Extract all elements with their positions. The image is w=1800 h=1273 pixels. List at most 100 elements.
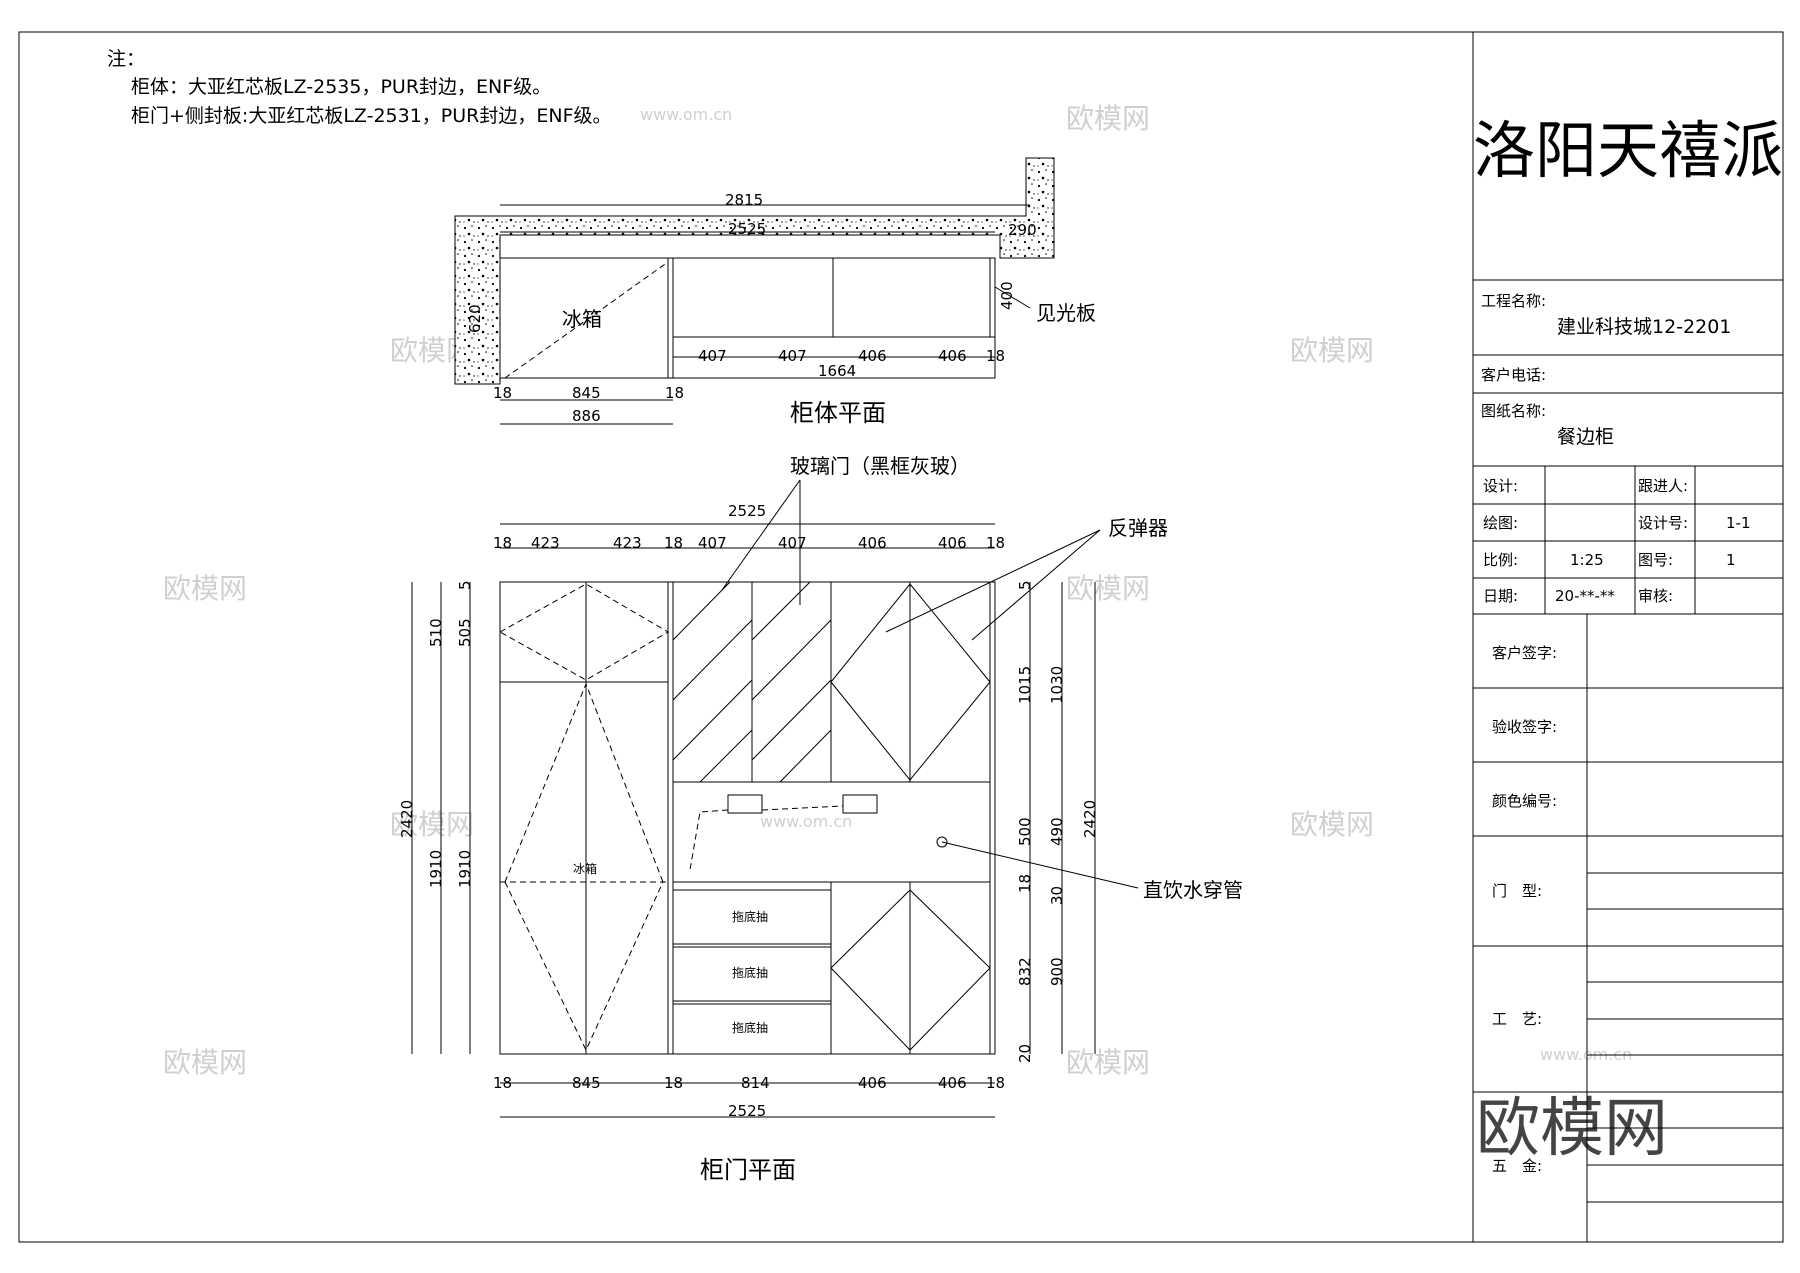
watermark-url: www.om.cn: [760, 812, 852, 831]
date-label: 日期:: [1483, 587, 1518, 605]
phone-label: 客户电话:: [1481, 366, 1546, 384]
dim-620: 620: [466, 304, 484, 333]
svg-text:423: 423: [531, 534, 560, 552]
accept-sign-label: 验收签字:: [1492, 718, 1557, 736]
dim-1664: 1664: [818, 362, 856, 380]
svg-text:18: 18: [986, 534, 1005, 552]
dim-18-right: 18: [986, 347, 1005, 365]
drawing-label: 图纸名称:: [1481, 402, 1546, 420]
title-block: 洛阳天禧派 工程名称: 建业科技城12-2201 客户电话: 图纸名称: 餐边柜…: [1472, 32, 1783, 1242]
elevation-left-dims: 2420 510 1910 5 505 1910: [398, 580, 474, 1054]
svg-text:18: 18: [986, 1074, 1005, 1092]
svg-text:20: 20: [1016, 1044, 1034, 1063]
watermark-text: 欧模网: [1290, 334, 1374, 367]
dim-407a: 407: [698, 347, 727, 365]
sheet-border: [18, 31, 1784, 1243]
glass-door-label: 玻璃门（黑框灰玻）: [790, 454, 970, 478]
dim-406b: 406: [938, 347, 967, 365]
dim-top-total: 2525: [728, 502, 766, 520]
watermark-text: 欧模网: [1066, 102, 1150, 135]
draw-label: 绘图:: [1483, 514, 1518, 532]
pipe-label: 直饮水穿管: [1143, 878, 1243, 902]
notes: 注： 柜体：大亚红芯板LZ-2535，PUR封边，ENF级。 柜门+侧封板:大亚…: [107, 48, 612, 127]
svg-text:1015: 1015: [1016, 666, 1034, 704]
design-label: 设计:: [1483, 477, 1518, 495]
svg-text:2420: 2420: [398, 800, 416, 838]
dim-18a: 18: [493, 384, 512, 402]
drawer-2: [672, 946, 832, 1002]
hardware-label: 五 金:: [1492, 1157, 1542, 1175]
drawer-label: 拖底抽: [732, 909, 768, 924]
svg-text:832: 832: [1016, 957, 1034, 986]
dim-886: 886: [572, 407, 601, 425]
svg-text:18: 18: [1016, 874, 1034, 893]
watermark-text: 欧模网: [163, 572, 247, 605]
elevation-title: 柜门平面: [700, 1156, 796, 1184]
watermark-text: 欧模网: [390, 808, 474, 841]
glass-hatch: [672, 581, 832, 783]
dim-290: 290: [1008, 221, 1037, 239]
svg-text:18: 18: [493, 534, 512, 552]
svg-text:500: 500: [1016, 817, 1034, 846]
svg-text:407: 407: [778, 534, 807, 552]
elevation-right-dims: 5 1015 500 18 832 20 1030 490 30 900 242…: [1016, 580, 1099, 1063]
follow-label: 跟进人:: [1638, 477, 1688, 495]
fridge-diagonal: [504, 261, 669, 379]
door-type-label: 门 型:: [1492, 882, 1542, 900]
svg-text:5: 5: [1016, 580, 1034, 590]
sheet-value: 1: [1726, 551, 1736, 569]
svg-text:5: 5: [456, 580, 474, 590]
rebounder-label: 反弹器: [1108, 516, 1168, 540]
watermark-text: 欧模网: [1290, 808, 1374, 841]
wall-hatch: [454, 157, 1055, 385]
watermark-logo: 欧模网: [1476, 1092, 1668, 1166]
design-no-value: 1-1: [1726, 514, 1751, 532]
svg-text:18: 18: [493, 1074, 512, 1092]
plan-cabinet-outline: [499, 257, 996, 379]
dim-total-2815: 2815: [725, 191, 763, 209]
notes-prefix: 注：: [107, 48, 145, 70]
light-board-label: 见光板: [1036, 301, 1096, 325]
pipe-hole: [936, 836, 948, 848]
svg-text:30: 30: [1048, 886, 1066, 905]
notes-line-1: 柜体：大亚红芯板LZ-2535，PUR封边，ENF级。: [131, 76, 551, 98]
watermarks: 欧模网 欧模网 欧模网 欧模网 欧模网 欧模网 欧模网 欧模网 欧模网 www.…: [163, 102, 1668, 1166]
drawer-3: [672, 1003, 832, 1055]
date-value: 20-**-**: [1555, 587, 1615, 605]
watermark-url: www.om.cn: [640, 105, 732, 124]
svg-text:490: 490: [1048, 817, 1066, 846]
cabinet-plan-view: 冰箱 见光板 2815 2525 290 620 400 407 407 406…: [454, 157, 1096, 427]
dim-2525: 2525: [728, 220, 766, 238]
svg-text:406: 406: [938, 1074, 967, 1092]
color-no-label: 颜色编号:: [1492, 792, 1557, 810]
svg-text:1910: 1910: [427, 850, 445, 888]
dim-845: 845: [572, 384, 601, 402]
scale-label: 比例:: [1483, 551, 1518, 569]
review-label: 审核:: [1638, 587, 1673, 605]
project-label: 工程名称:: [1481, 292, 1546, 310]
plan-title: 柜体平面: [790, 399, 886, 427]
company-name: 洛阳天禧派: [1473, 114, 1783, 187]
craft-label: 工 艺:: [1492, 1010, 1542, 1028]
svg-text:900: 900: [1048, 957, 1066, 986]
dim-18b: 18: [665, 384, 684, 402]
watermark-text: 欧模网: [163, 1046, 247, 1079]
svg-text:18: 18: [664, 534, 683, 552]
svg-text:2420: 2420: [1081, 800, 1099, 838]
dim-406a: 406: [858, 347, 887, 365]
dim-400: 400: [998, 281, 1016, 310]
svg-text:18: 18: [664, 1074, 683, 1092]
svg-text:510: 510: [427, 618, 445, 647]
drawer-label: 拖底抽: [732, 1020, 768, 1035]
plan-dimensions: 2815 2525 290 620 400 407 407 406 406 18…: [466, 191, 1037, 425]
svg-text:407: 407: [698, 534, 727, 552]
svg-text:406: 406: [858, 1074, 887, 1092]
elevation-fridge-label: 冰箱: [573, 861, 597, 876]
dim-407b: 407: [778, 347, 807, 365]
drawing-value: 餐边柜: [1557, 426, 1614, 448]
notes-line-2: 柜门+侧封板:大亚红芯板LZ-2531，PUR封边，ENF级。: [131, 105, 612, 127]
socket-1: [727, 794, 763, 814]
elevation-top-dims: 2525 18 423 423 18 407 407 406 406 18: [493, 502, 1005, 552]
svg-text:845: 845: [572, 1074, 601, 1092]
